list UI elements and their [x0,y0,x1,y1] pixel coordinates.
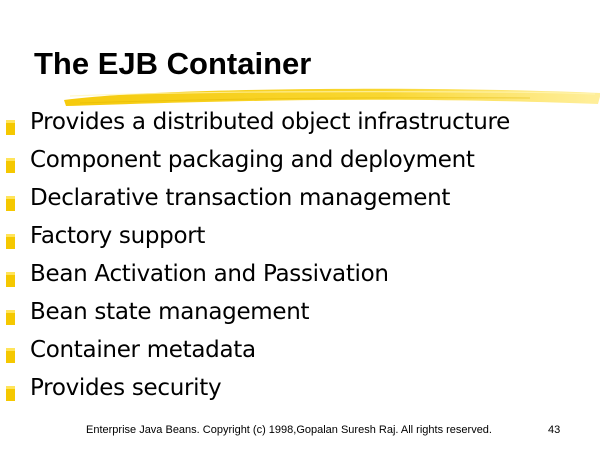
bullet-text: Provides security [30,375,222,401]
yellow-square-bullet-icon [6,234,15,249]
yellow-square-bullet-icon [6,120,15,135]
yellow-square-bullet-icon [6,158,15,173]
bullet-text: Container metadata [30,337,256,363]
yellow-square-bullet-icon [6,196,15,211]
title-underline-stroke [64,88,600,106]
yellow-square-bullet-icon [6,386,15,401]
bullet-text: Declarative transaction management [30,185,451,211]
bullet-text: Provides a distributed object infrastruc… [30,109,511,135]
bullet-text: Component packaging and deployment [30,147,475,173]
footer-copyright: Enterprise Java Beans. Copyright (c) 199… [86,424,492,436]
bullet-text: Bean state management [30,299,310,325]
page-number: 43 [548,424,561,436]
bullet-text: Factory support [30,223,206,249]
slide-title: The EJB Container [34,46,312,81]
yellow-square-bullet-icon [6,348,15,363]
yellow-square-bullet-icon [6,310,15,325]
bullet-text: Bean Activation and Passivation [30,261,389,287]
yellow-square-bullet-icon [6,272,15,287]
